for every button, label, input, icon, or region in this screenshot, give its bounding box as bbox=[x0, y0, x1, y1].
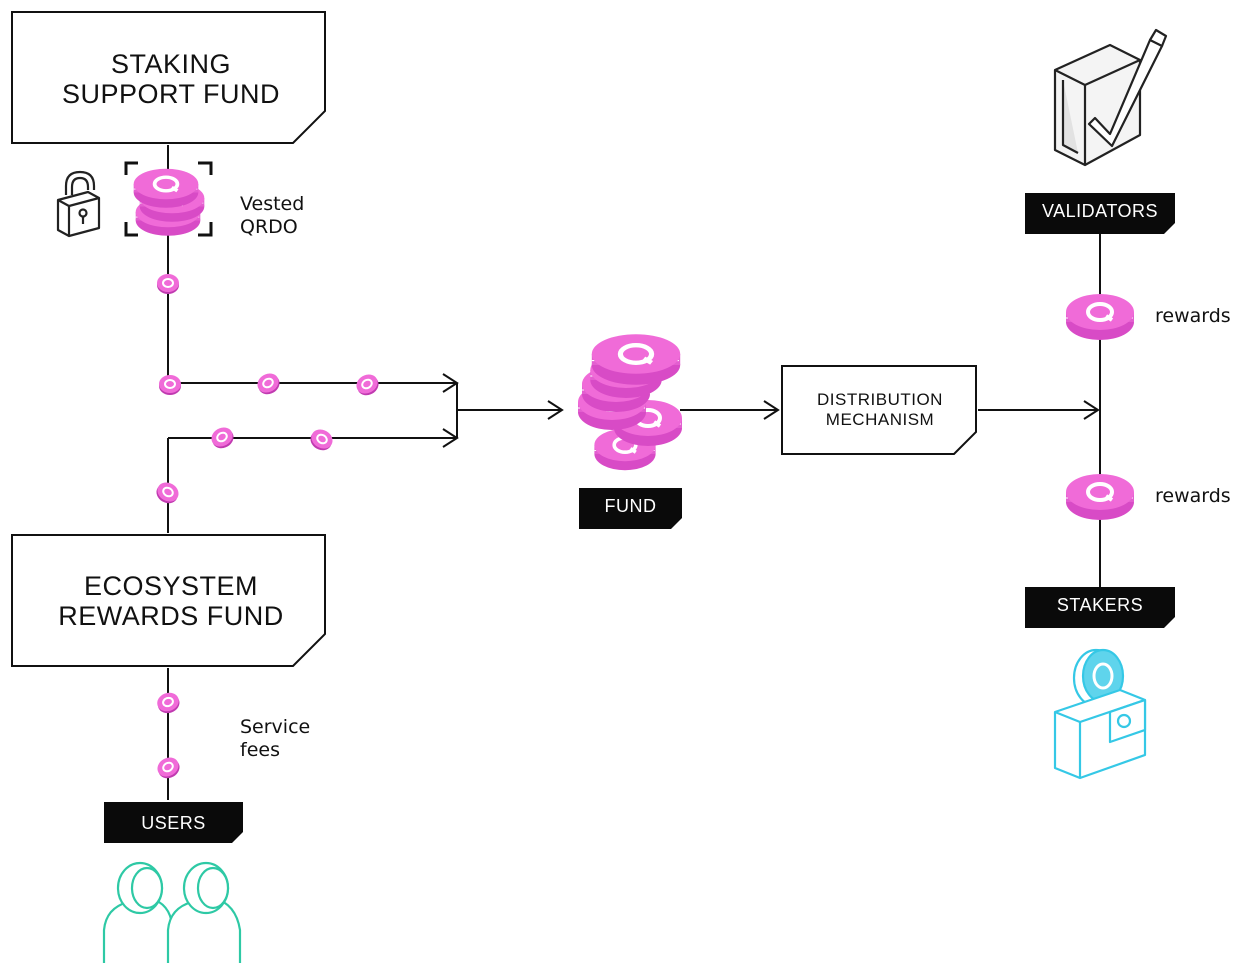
checkbox-icon bbox=[1053, 28, 1168, 167]
stakers-tag-bg bbox=[1025, 587, 1175, 628]
stakers-reward-coin bbox=[1064, 472, 1136, 522]
validators-tag: VALIDATORS bbox=[1041, 201, 1159, 221]
users-icon bbox=[102, 861, 242, 963]
lock-icon bbox=[56, 170, 101, 238]
ecosystem-rewards-fund-box bbox=[11, 534, 326, 667]
fund-tag-bg bbox=[579, 488, 682, 529]
vested-coin-stack bbox=[124, 161, 213, 238]
flow-coins bbox=[151, 273, 384, 784]
validators-rewards-note: rewards bbox=[1155, 305, 1231, 327]
staking-support-fund-label: STAKING SUPPORT FUND bbox=[61, 49, 281, 109]
validators-reward-coin bbox=[1064, 292, 1136, 342]
coin-icon bbox=[206, 422, 239, 454]
wallet-icon bbox=[1053, 648, 1147, 780]
stakers-tag: STAKERS bbox=[1056, 595, 1144, 615]
distribution-mechanism-box bbox=[781, 365, 977, 455]
connector-lines bbox=[167, 145, 1101, 800]
coin-icon bbox=[151, 477, 184, 509]
coin-icon bbox=[156, 273, 180, 295]
distribution-mechanism-label: DISTRIBUTION MECHANISM bbox=[817, 390, 943, 429]
coin-icon bbox=[351, 369, 384, 401]
users-tag-bg bbox=[104, 802, 243, 843]
ecosystem-rewards-fund-label: ECOSYSTEM REWARDS FUND bbox=[58, 571, 284, 631]
coin-icon bbox=[152, 752, 185, 784]
coin-icon bbox=[158, 374, 182, 396]
service-fees-note: Service fees bbox=[240, 716, 311, 761]
vested-qrdo-note: Vested QRDO bbox=[240, 193, 305, 238]
coin-icon bbox=[305, 424, 338, 456]
fund-coin-pile bbox=[576, 334, 684, 473]
users-tag: USERS bbox=[141, 813, 206, 833]
stakers-rewards-note: rewards bbox=[1155, 485, 1231, 507]
fund-tag: FUND bbox=[604, 496, 657, 516]
validators-tag-bg bbox=[1025, 193, 1175, 234]
coin-icon bbox=[252, 368, 285, 400]
staking-support-fund-box bbox=[11, 11, 326, 144]
coin-icon bbox=[153, 688, 184, 718]
